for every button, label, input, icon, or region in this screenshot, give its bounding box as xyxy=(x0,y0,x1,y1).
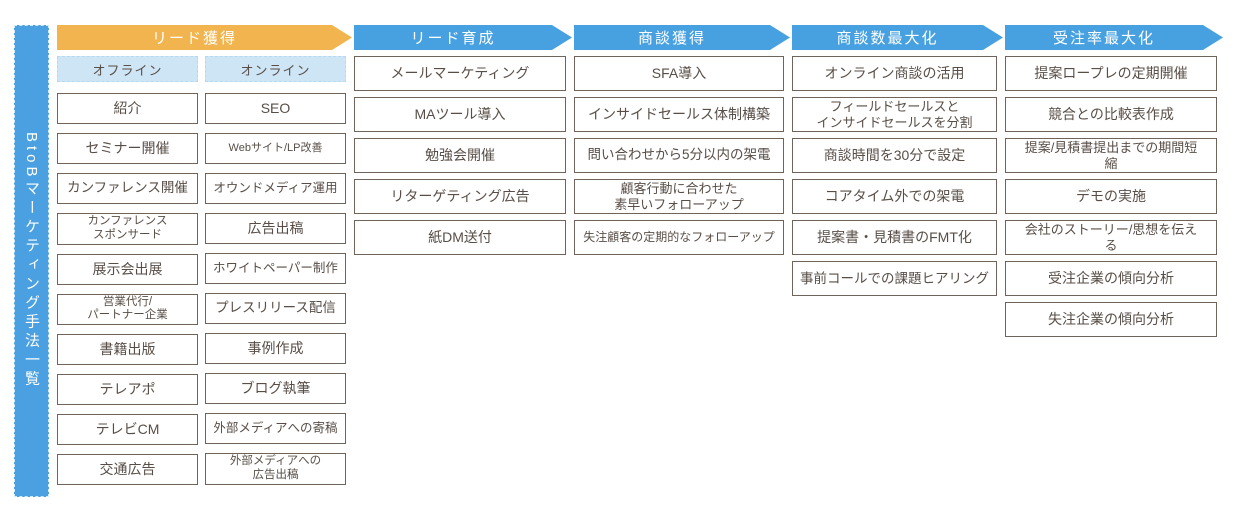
method-box: テレビCM xyxy=(57,414,198,446)
method-box: 外部メディアへの寄稿 xyxy=(205,413,346,444)
method-box: ホワイトペーパー制作 xyxy=(205,253,346,284)
method-box: メールマーケティング xyxy=(354,56,566,91)
method-box: 営業代行/ パートナー企業 xyxy=(57,293,198,326)
method-box: コアタイム外での架電 xyxy=(792,179,997,215)
method-box: リターゲティング広告 xyxy=(354,179,566,214)
method-box: ブログ執筆 xyxy=(205,373,346,404)
funnel-stage-header: 受注率最大化 xyxy=(1005,25,1223,50)
method-box: プレスリリース配信 xyxy=(205,293,346,324)
method-box: 紙DM送付 xyxy=(354,220,566,255)
method-box: インサイドセールス体制構築 xyxy=(574,97,784,132)
channel-subcolumns: オフライン紹介セミナー開催カンファレンス開催カンファレンス スポンサード展示会出… xyxy=(57,56,346,494)
method-box: オウンドメディア運用 xyxy=(205,173,346,204)
method-box: 問い合わせから5分以内の架電 xyxy=(574,138,784,173)
channel-subheader: オンライン xyxy=(205,56,346,82)
method-box: 事前コールでの課題ヒアリング xyxy=(792,261,997,297)
funnel-stage-header: リード育成 xyxy=(354,25,572,50)
method-box-list: SFA導入インサイドセールス体制構築問い合わせから5分以内の架電顧客行動に合わせ… xyxy=(574,56,784,261)
funnel-columns: リード獲得オフライン紹介セミナー開催カンファレンス開催カンファレンス スポンサー… xyxy=(57,25,1217,494)
funnel-column: 商談数最大化オンライン商談の活用フィールドセールスと インサイドセールスを分割商… xyxy=(792,25,997,302)
method-box-list: 提案ロープレの定期開催競合との比較表作成提案/見積書提出までの期間短 縮デモの実… xyxy=(1005,56,1217,343)
method-box: 会社のストーリー/思想を伝え る xyxy=(1005,220,1217,256)
method-box: Webサイト/LP改善 xyxy=(205,133,346,164)
method-box: 受注企業の傾向分析 xyxy=(1005,261,1217,297)
method-box: 商談時間を30分で設定 xyxy=(792,138,997,174)
diagram-title: BtoBマーケティング手法一覧 xyxy=(23,132,40,390)
funnel-column: 受注率最大化提案ロープレの定期開催競合との比較表作成提案/見積書提出までの期間短… xyxy=(1005,25,1217,343)
method-box: 交通広告 xyxy=(57,454,198,486)
method-box: SEO xyxy=(205,93,346,124)
method-box: 展示会出展 xyxy=(57,253,198,285)
method-box: セミナー開催 xyxy=(57,133,198,164)
method-box: 顧客行動に合わせた 素早いフォローアップ xyxy=(574,179,784,215)
method-box: 失注顧客の定期的なフォローアップ xyxy=(574,220,784,256)
funnel-stage-header: 商談数最大化 xyxy=(792,25,1003,50)
channel-subcolumn: オンライン SEO Webサイト/LP改善オウンドメディア運用広告出稿ホワイトペーパ… xyxy=(205,56,346,494)
method-box: 提案/見積書提出までの期間短 縮 xyxy=(1005,138,1217,174)
method-box: 外部メディアへの 広告出稿 xyxy=(205,453,346,485)
method-box: 競合との比較表作成 xyxy=(1005,97,1217,132)
method-box: デモの実施 xyxy=(1005,179,1217,215)
method-box: 事例作成 xyxy=(205,333,346,364)
method-box: テレアポ xyxy=(57,374,198,406)
funnel-column: リード獲得オフライン紹介セミナー開催カンファレンス開催カンファレンス スポンサー… xyxy=(57,25,346,494)
method-box: 提案書・見積書のFMT化 xyxy=(792,220,997,256)
method-box: オンライン商談の活用 xyxy=(792,56,997,91)
channel-subcolumn: オフライン紹介セミナー開催カンファレンス開催カンファレンス スポンサード展示会出… xyxy=(57,56,198,494)
method-box: 紹介 xyxy=(57,93,198,124)
method-box: 広告出稿 xyxy=(205,213,346,244)
funnel-stage-header: 商談獲得 xyxy=(574,25,790,50)
method-box: MAツール導入 xyxy=(354,97,566,132)
method-box: SFA導入 xyxy=(574,56,784,91)
method-box-list: オンライン商談の活用フィールドセールスと インサイドセールスを分割商談時間を30… xyxy=(792,56,997,302)
method-box: 勉強会開催 xyxy=(354,138,566,173)
method-box: 失注企業の傾向分析 xyxy=(1005,302,1217,338)
category-axis-bar: BtoBマーケティング手法一覧 xyxy=(14,25,49,497)
channel-subheader: オフライン xyxy=(57,56,198,82)
method-box-list: メールマーケティング MAツール導入勉強会開催リターゲティング広告紙DM送付 xyxy=(354,56,566,261)
method-box: カンファレンス スポンサード xyxy=(57,213,198,245)
funnel-stage-header: リード獲得 xyxy=(57,25,352,50)
method-box: カンファレンス開催 xyxy=(57,173,198,204)
method-box: フィールドセールスと インサイドセールスを分割 xyxy=(792,97,997,133)
method-box: 提案ロープレの定期開催 xyxy=(1005,56,1217,91)
method-box: 書籍出版 xyxy=(57,334,198,366)
